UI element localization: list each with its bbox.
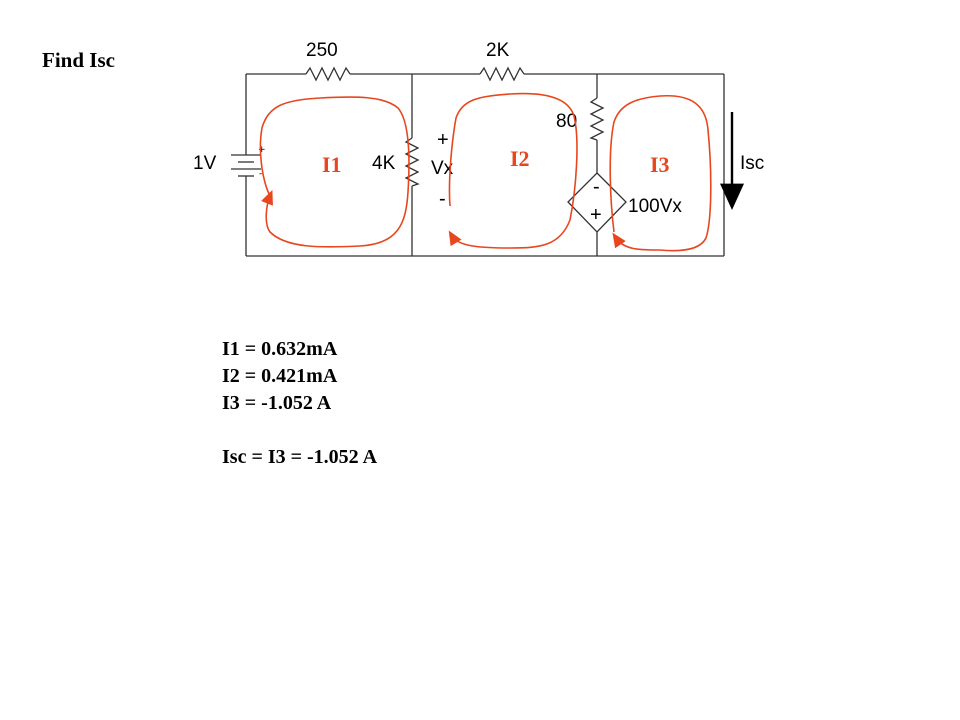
battery-minus: - <box>259 169 262 179</box>
result-i2: I2 = 0.421mA <box>222 365 338 387</box>
label-dep-source: 100Vx <box>628 196 682 217</box>
label-r-250: 250 <box>306 40 338 61</box>
mesh-label-i1: I1 <box>322 152 342 177</box>
result-isc: Isc = I3 = -1.052 A <box>222 446 378 468</box>
label-vx-minus: - <box>439 188 446 210</box>
dep-source-plus: + <box>590 204 602 226</box>
circuit-wires <box>245 73 725 257</box>
resistor-2k <box>479 66 525 82</box>
resistor-4k <box>404 137 420 187</box>
mesh-loop-i1 <box>259 96 410 248</box>
label-vx-plus: + <box>437 129 449 151</box>
page-title: Find Isc <box>42 48 115 72</box>
mesh-label-i3: I3 <box>650 152 670 177</box>
label-source-voltage: 1V <box>193 153 217 174</box>
dep-source-minus: - <box>593 176 600 198</box>
label-r-4k: 4K <box>372 153 396 174</box>
result-i1: I1 = 0.632mA <box>222 338 338 360</box>
mesh-loop-i3 <box>609 94 712 252</box>
resistor-80 <box>589 97 605 141</box>
dependent-source-diamond <box>567 172 627 233</box>
label-r-2k: 2K <box>486 40 510 61</box>
result-i3: I3 = -1.052 A <box>222 392 332 414</box>
label-vx: Vx <box>431 158 454 179</box>
results-block: I1 = 0.632mA I2 = 0.421mA I3 = -1.052 A … <box>222 336 377 471</box>
mesh-label-i2: I2 <box>510 146 530 171</box>
mesh-loop-i2 <box>448 92 578 249</box>
label-r-80: 80 <box>556 111 577 132</box>
battery-icon <box>231 154 261 177</box>
resistor-250 <box>305 66 351 82</box>
label-isc: Isc <box>740 153 764 174</box>
battery-plus: + <box>258 145 266 155</box>
